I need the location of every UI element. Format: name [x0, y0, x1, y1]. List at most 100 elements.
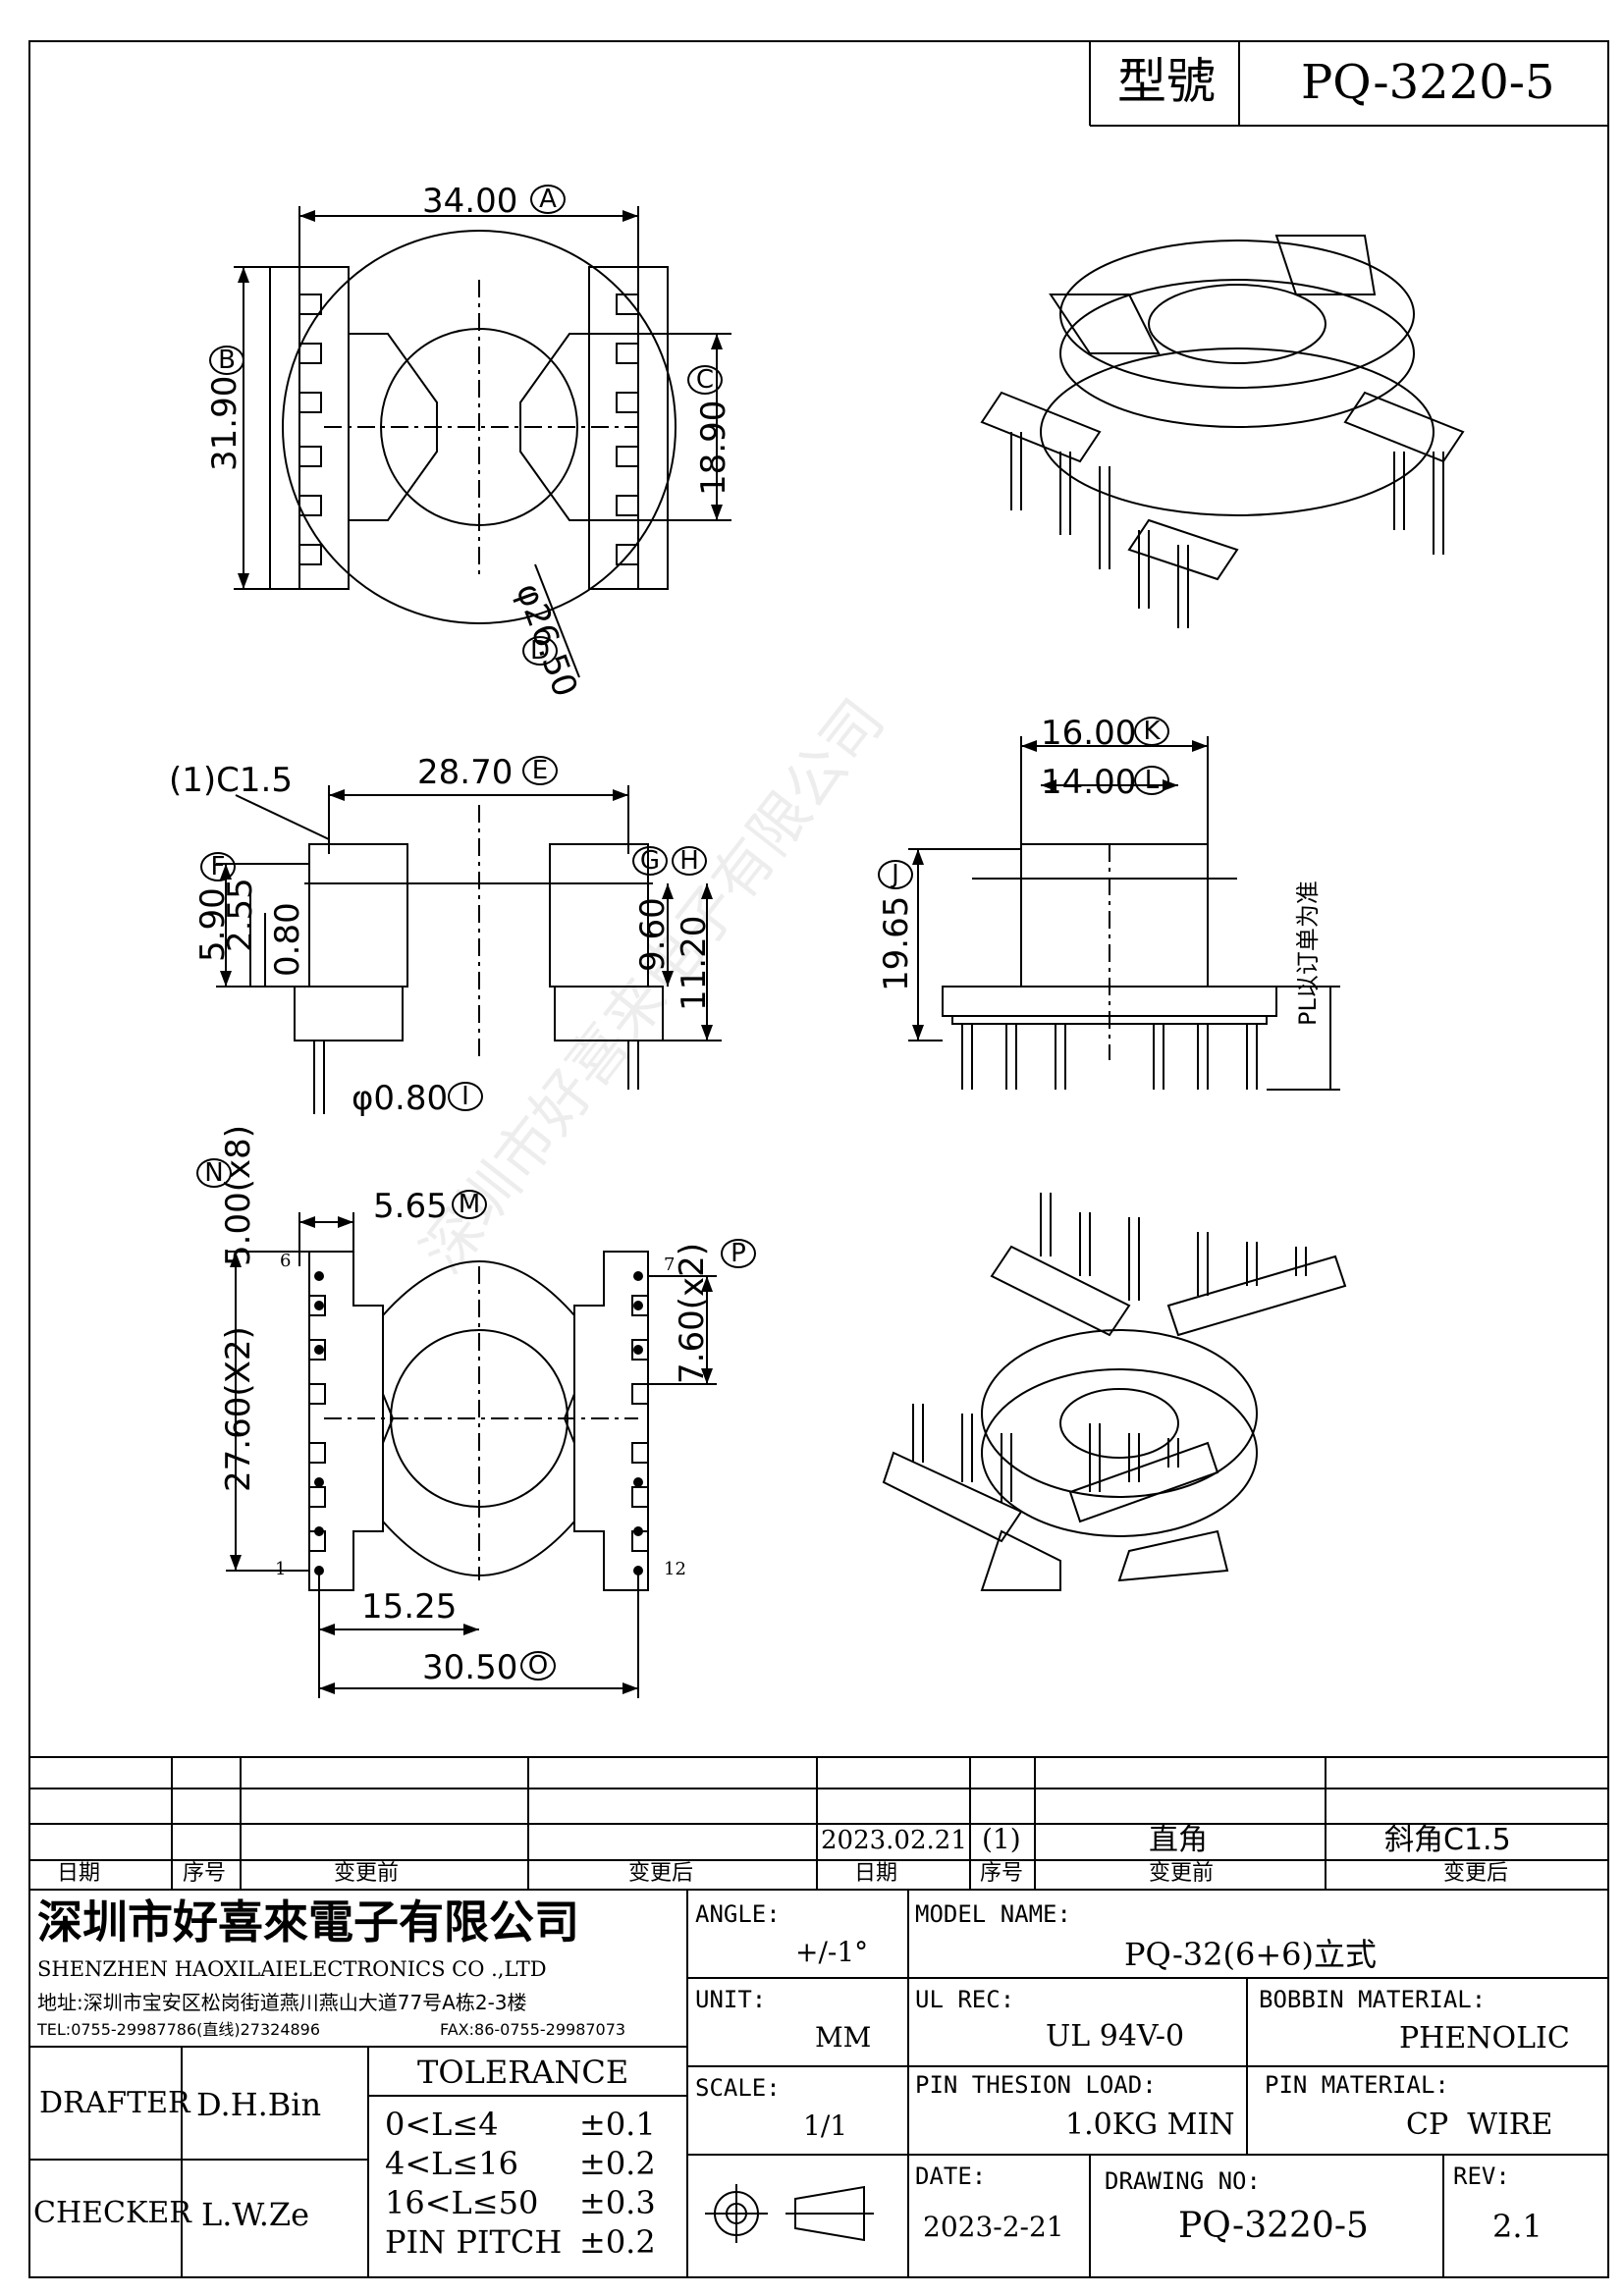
tol-range-4: PIN PITCH: [385, 2223, 563, 2261]
checker-label: CHECKER: [33, 2196, 191, 2230]
sheet-border: [28, 40, 1609, 2278]
ul-value: UL 94V-0: [1046, 2019, 1185, 2054]
tol-range-3: 16<L≤50: [385, 2184, 539, 2221]
dim-ref-l: L: [1134, 766, 1169, 795]
company-name-en: SHENZHEN HAOXILAIELECTRONICS CO .,LTD: [37, 1957, 547, 1981]
pin-material-value: CP WIRE: [1406, 2108, 1553, 2142]
bottom-view: [226, 1212, 717, 1698]
dim-ref-n: N: [196, 1158, 232, 1188]
date-label: DATE:: [915, 2163, 987, 2190]
rev-h-before2: 变更前: [1149, 1861, 1215, 1886]
dim-080: 0.80: [268, 902, 307, 977]
company-tel: TEL:0755-29987786(直线)27324896: [37, 2020, 321, 2039]
rev-row-seq: (1): [982, 1823, 1021, 1855]
dim-255: 2.55: [221, 878, 260, 952]
rev-h-before: 变更前: [334, 1861, 400, 1886]
projection-symbol: [705, 2184, 874, 2243]
model-name-label: MODEL NAME:: [915, 1900, 1071, 1928]
dim-565: 5.65: [373, 1187, 448, 1226]
model-number: PQ-3220-5: [1301, 55, 1555, 110]
company-name-cn: 深圳市好喜來電子有限公司: [37, 1896, 579, 1949]
load-value: 1.0KG MIN: [1065, 2108, 1235, 2142]
front-view: [908, 736, 1340, 1091]
title-block-grid: [29, 1756, 1608, 2277]
dim-2870: 28.70: [417, 753, 514, 792]
rev-h-after2: 变更后: [1443, 1861, 1509, 1886]
dim-ref-h: H: [672, 846, 707, 876]
drawing-no-value: PQ-3220-5: [1178, 2206, 1369, 2246]
company-fax: FAX:86-0755-29987073: [440, 2020, 626, 2039]
dim-1965: 19.65: [877, 895, 916, 991]
bobbin-label: BOBBIN MATERIAL:: [1259, 1986, 1487, 2013]
dim-500: 5.00(x8): [219, 1125, 258, 1266]
dim-1525: 15.25: [361, 1587, 458, 1627]
pin-label-12: 12: [664, 1559, 686, 1579]
side-view-arrows: [220, 789, 713, 1041]
dim-960: 9.60: [633, 897, 673, 972]
tol-val-1: ±0.1: [579, 2106, 656, 2143]
dim-ref-e: E: [522, 756, 558, 785]
dim-3050: 30.50: [422, 1648, 518, 1687]
dim-ref-k: K: [1134, 717, 1169, 746]
dim-1600: 16.00: [1041, 714, 1137, 753]
rev-h-date2: 日期: [854, 1861, 898, 1886]
rev-row-before: 直角: [1149, 1823, 1208, 1857]
dim-760: 7.60(x2): [673, 1243, 712, 1384]
bottom-view-pins: [230, 1216, 713, 1694]
angle-label: ANGLE:: [695, 1900, 781, 1928]
date-value: 2023-2-21: [923, 2211, 1064, 2243]
pin-label-1: 1: [275, 1559, 287, 1579]
dim-ref-d: D: [522, 636, 558, 666]
pin-label-6: 6: [280, 1251, 292, 1271]
rev-h-seq: 序号: [183, 1861, 227, 1886]
unit-label: UNIT:: [695, 1986, 767, 2013]
company-address: 地址:深圳市宝安区松岗街道燕川燕山大道77号A栋2-3楼: [37, 1991, 527, 2014]
tol-val-4: ±0.2: [579, 2223, 656, 2261]
tol-val-3: ±0.3: [579, 2184, 656, 2221]
dim-1120: 11.20: [675, 915, 714, 1011]
dim-pin-dia: φ0.80: [352, 1079, 449, 1118]
rev-label: REV:: [1453, 2163, 1510, 2190]
model-name-value: PQ-32(6+6)立式: [1124, 1936, 1377, 1973]
dim-ref-f: F: [200, 852, 236, 881]
pin-label-7: 7: [664, 1255, 676, 1275]
dim-ref-c: C: [687, 365, 723, 395]
drafter-name: D.H.Bin: [196, 2086, 322, 2123]
dim-1400: 14.00: [1041, 763, 1137, 802]
dim-ref-p: P: [721, 1239, 756, 1268]
tol-val-2: ±0.2: [579, 2145, 656, 2182]
rev-row-date: 2023.02.21: [821, 1826, 967, 1855]
drafter-label: DRAFTER: [39, 2086, 190, 2120]
unit-value: MM: [815, 2021, 872, 2054]
dim-ref-i: I: [448, 1082, 483, 1111]
top-view-arrows: [238, 210, 723, 589]
rev-value: 2.1: [1492, 2208, 1543, 2245]
side-view: [216, 785, 722, 1114]
bobbin-value: PHENOLIC: [1399, 2021, 1570, 2056]
dim-1890: 18.90: [694, 400, 733, 496]
rev-row-after: 斜角C1.5: [1384, 1823, 1511, 1857]
scale-label: SCALE:: [695, 2074, 781, 2102]
dim-chamfer: (1)C1.5: [169, 761, 293, 800]
rev-h-date: 日期: [57, 1861, 101, 1886]
dim-ref-m: M: [452, 1190, 487, 1219]
dim-34: 34.00: [422, 182, 518, 221]
scale-value: 1/1: [803, 2109, 848, 2142]
load-label: PIN THESION LOAD:: [915, 2071, 1157, 2099]
dim-ref-a: A: [530, 185, 566, 214]
tolerance-title: TOLERANCE: [417, 2054, 629, 2091]
dim-2760: 27.60(X2): [219, 1326, 258, 1492]
ul-label: UL REC:: [915, 1986, 1015, 2013]
top-view: [234, 206, 731, 678]
dim-ref-b: B: [209, 346, 244, 375]
angle-value: +/-1°: [795, 1936, 869, 1968]
checker-name: L.W.Ze: [201, 2196, 310, 2233]
iso-view-top: [980, 235, 1465, 628]
dim-ref-o: O: [520, 1651, 556, 1681]
dim-3190: 31.90: [205, 375, 244, 471]
dim-ref-j: J: [878, 860, 913, 889]
rev-h-after: 变更后: [628, 1861, 694, 1886]
model-label: 型號: [1117, 53, 1216, 110]
tol-range-2: 4<L≤16: [385, 2145, 518, 2182]
